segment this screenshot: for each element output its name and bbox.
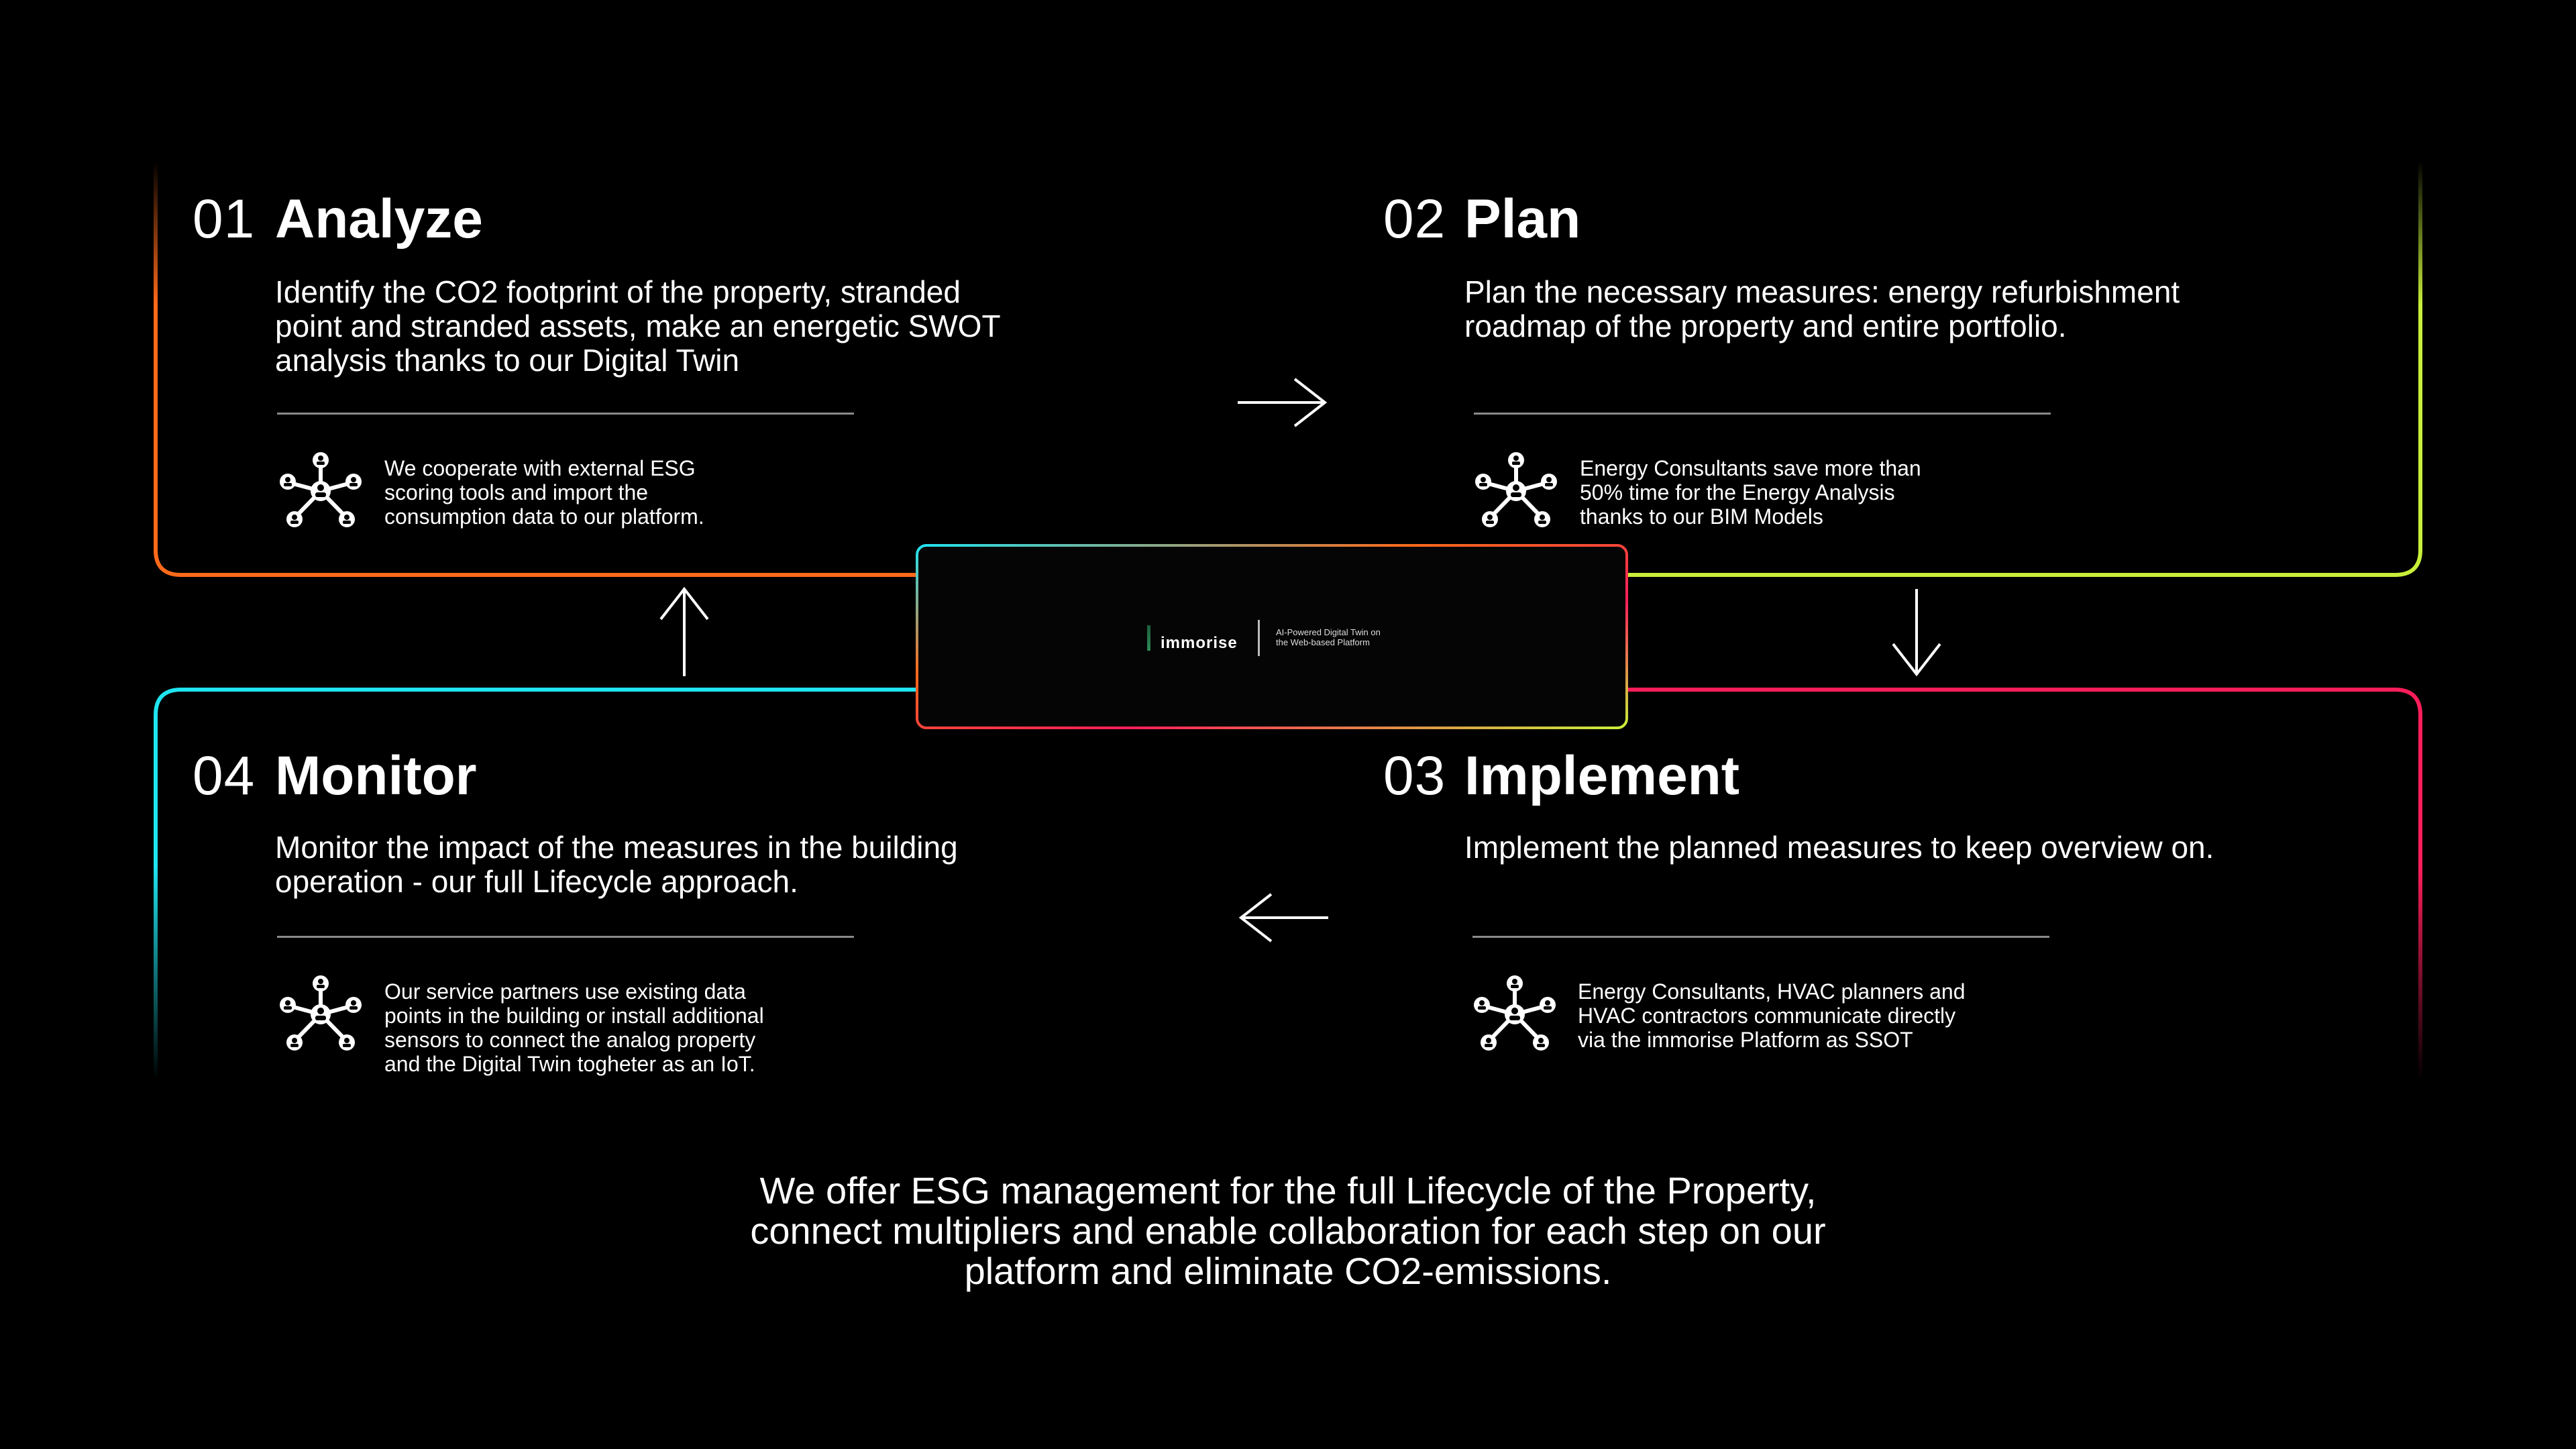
analyze-title: Analyze	[275, 189, 483, 250]
implement-divider	[1472, 936, 2049, 938]
logo-box-outline	[916, 544, 1628, 729]
plan-number: 02	[1383, 189, 1446, 250]
footer-statement: We offer ESG management for the full Lif…	[750, 1169, 1826, 1292]
analyze-note: We cooperate with external ESG scoring t…	[384, 456, 704, 529]
logo-tagline: AI-Powered Digital Twin on the Web-based…	[1276, 627, 1381, 647]
arrow-left-icon	[1238, 893, 1328, 943]
network-people-icon	[280, 452, 362, 527]
monitor-box-outline	[154, 688, 917, 1080]
plan-title: Plan	[1464, 189, 1581, 250]
logo-mark	[1147, 625, 1150, 651]
analyze-divider	[277, 413, 854, 415]
network-people-icon	[1474, 975, 1556, 1051]
arrow-up-icon	[659, 586, 709, 676]
monitor-description: Monitor the impact of the measures in th…	[275, 830, 958, 899]
logo-separator	[1258, 620, 1260, 656]
plan-description: Plan the necessary measures: energy refu…	[1464, 274, 2180, 343]
monitor-note: Our service partners use existing data p…	[384, 979, 764, 1076]
plan-box-outline	[1627, 161, 2422, 577]
monitor-divider	[277, 936, 854, 938]
monitor-number: 04	[193, 745, 256, 806]
plan-note: Energy Consultants save more than 50% ti…	[1580, 456, 1921, 529]
implement-title: Implement	[1464, 745, 1740, 806]
arrow-down-icon	[1892, 589, 1941, 677]
analyze-number: 01	[193, 189, 256, 250]
implement-note: Energy Consultants, HVAC planners and HV…	[1578, 979, 1966, 1052]
plan-divider	[1474, 413, 2051, 415]
monitor-title: Monitor	[275, 745, 477, 806]
network-people-icon	[280, 975, 362, 1051]
arrow-right-icon	[1238, 378, 1328, 427]
network-people-icon	[1475, 452, 1557, 527]
implement-number: 03	[1383, 745, 1446, 806]
analyze-box-outline	[154, 161, 917, 577]
implement-description: Implement the planned measures to keep o…	[1464, 830, 2214, 865]
logo-name: immorise	[1161, 634, 1238, 652]
analyze-description: Identify the CO2 footprint of the proper…	[275, 274, 1001, 378]
implement-box-outline	[1627, 688, 2422, 1080]
